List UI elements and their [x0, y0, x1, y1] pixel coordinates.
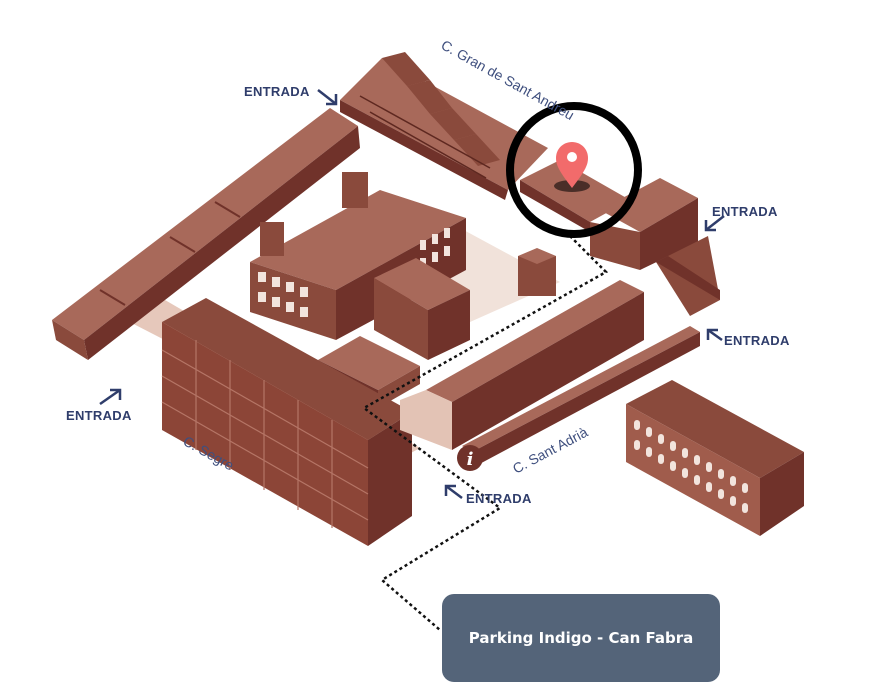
- entrance-label: ENTRADA: [712, 204, 778, 219]
- arrow-icon: [99, 388, 122, 406]
- entrance-south: ENTRADA: [444, 484, 532, 506]
- entrance-east-lower: ENTRADA: [706, 328, 790, 348]
- entrance-east-upper: ENTRADA: [704, 204, 778, 232]
- middle-block: [374, 258, 470, 360]
- arrow-icon: [704, 215, 725, 232]
- east-building: [590, 178, 698, 270]
- info-icon-label: i: [467, 449, 474, 470]
- sant-adria-long-building: [400, 280, 644, 450]
- entrance-north-west: ENTRADA: [244, 84, 338, 106]
- east-wall-top: [656, 256, 720, 300]
- sawtooth-building: [340, 52, 548, 200]
- entrance-label: ENTRADA: [724, 333, 790, 348]
- info-icon[interactable]: i: [457, 445, 483, 471]
- sant-adria-thin-building: [462, 326, 700, 468]
- chimney: [342, 172, 368, 208]
- entrance-label: ENTRADA: [66, 408, 132, 423]
- arrow-icon: [706, 328, 723, 342]
- entrance-west: ENTRADA: [66, 388, 132, 423]
- segre-building: [161, 298, 412, 546]
- entrance-label: ENTRADA: [244, 84, 310, 99]
- arrow-icon: [444, 484, 463, 499]
- chimney-2: [260, 222, 284, 256]
- map-pin-icon[interactable]: [554, 142, 590, 192]
- entrance-label: ENTRADA: [466, 491, 532, 506]
- arrow-icon: [317, 89, 338, 106]
- route-path: [361, 235, 609, 631]
- parking-button[interactable]: Parking Indigo - Can Fabra: [442, 594, 720, 682]
- west-wing-building: [52, 108, 360, 360]
- parking-label: Parking Indigo - Can Fabra: [468, 629, 694, 647]
- arcade-building: [626, 380, 804, 536]
- small-tower-top: [518, 248, 556, 264]
- highlight-circle: [506, 102, 642, 238]
